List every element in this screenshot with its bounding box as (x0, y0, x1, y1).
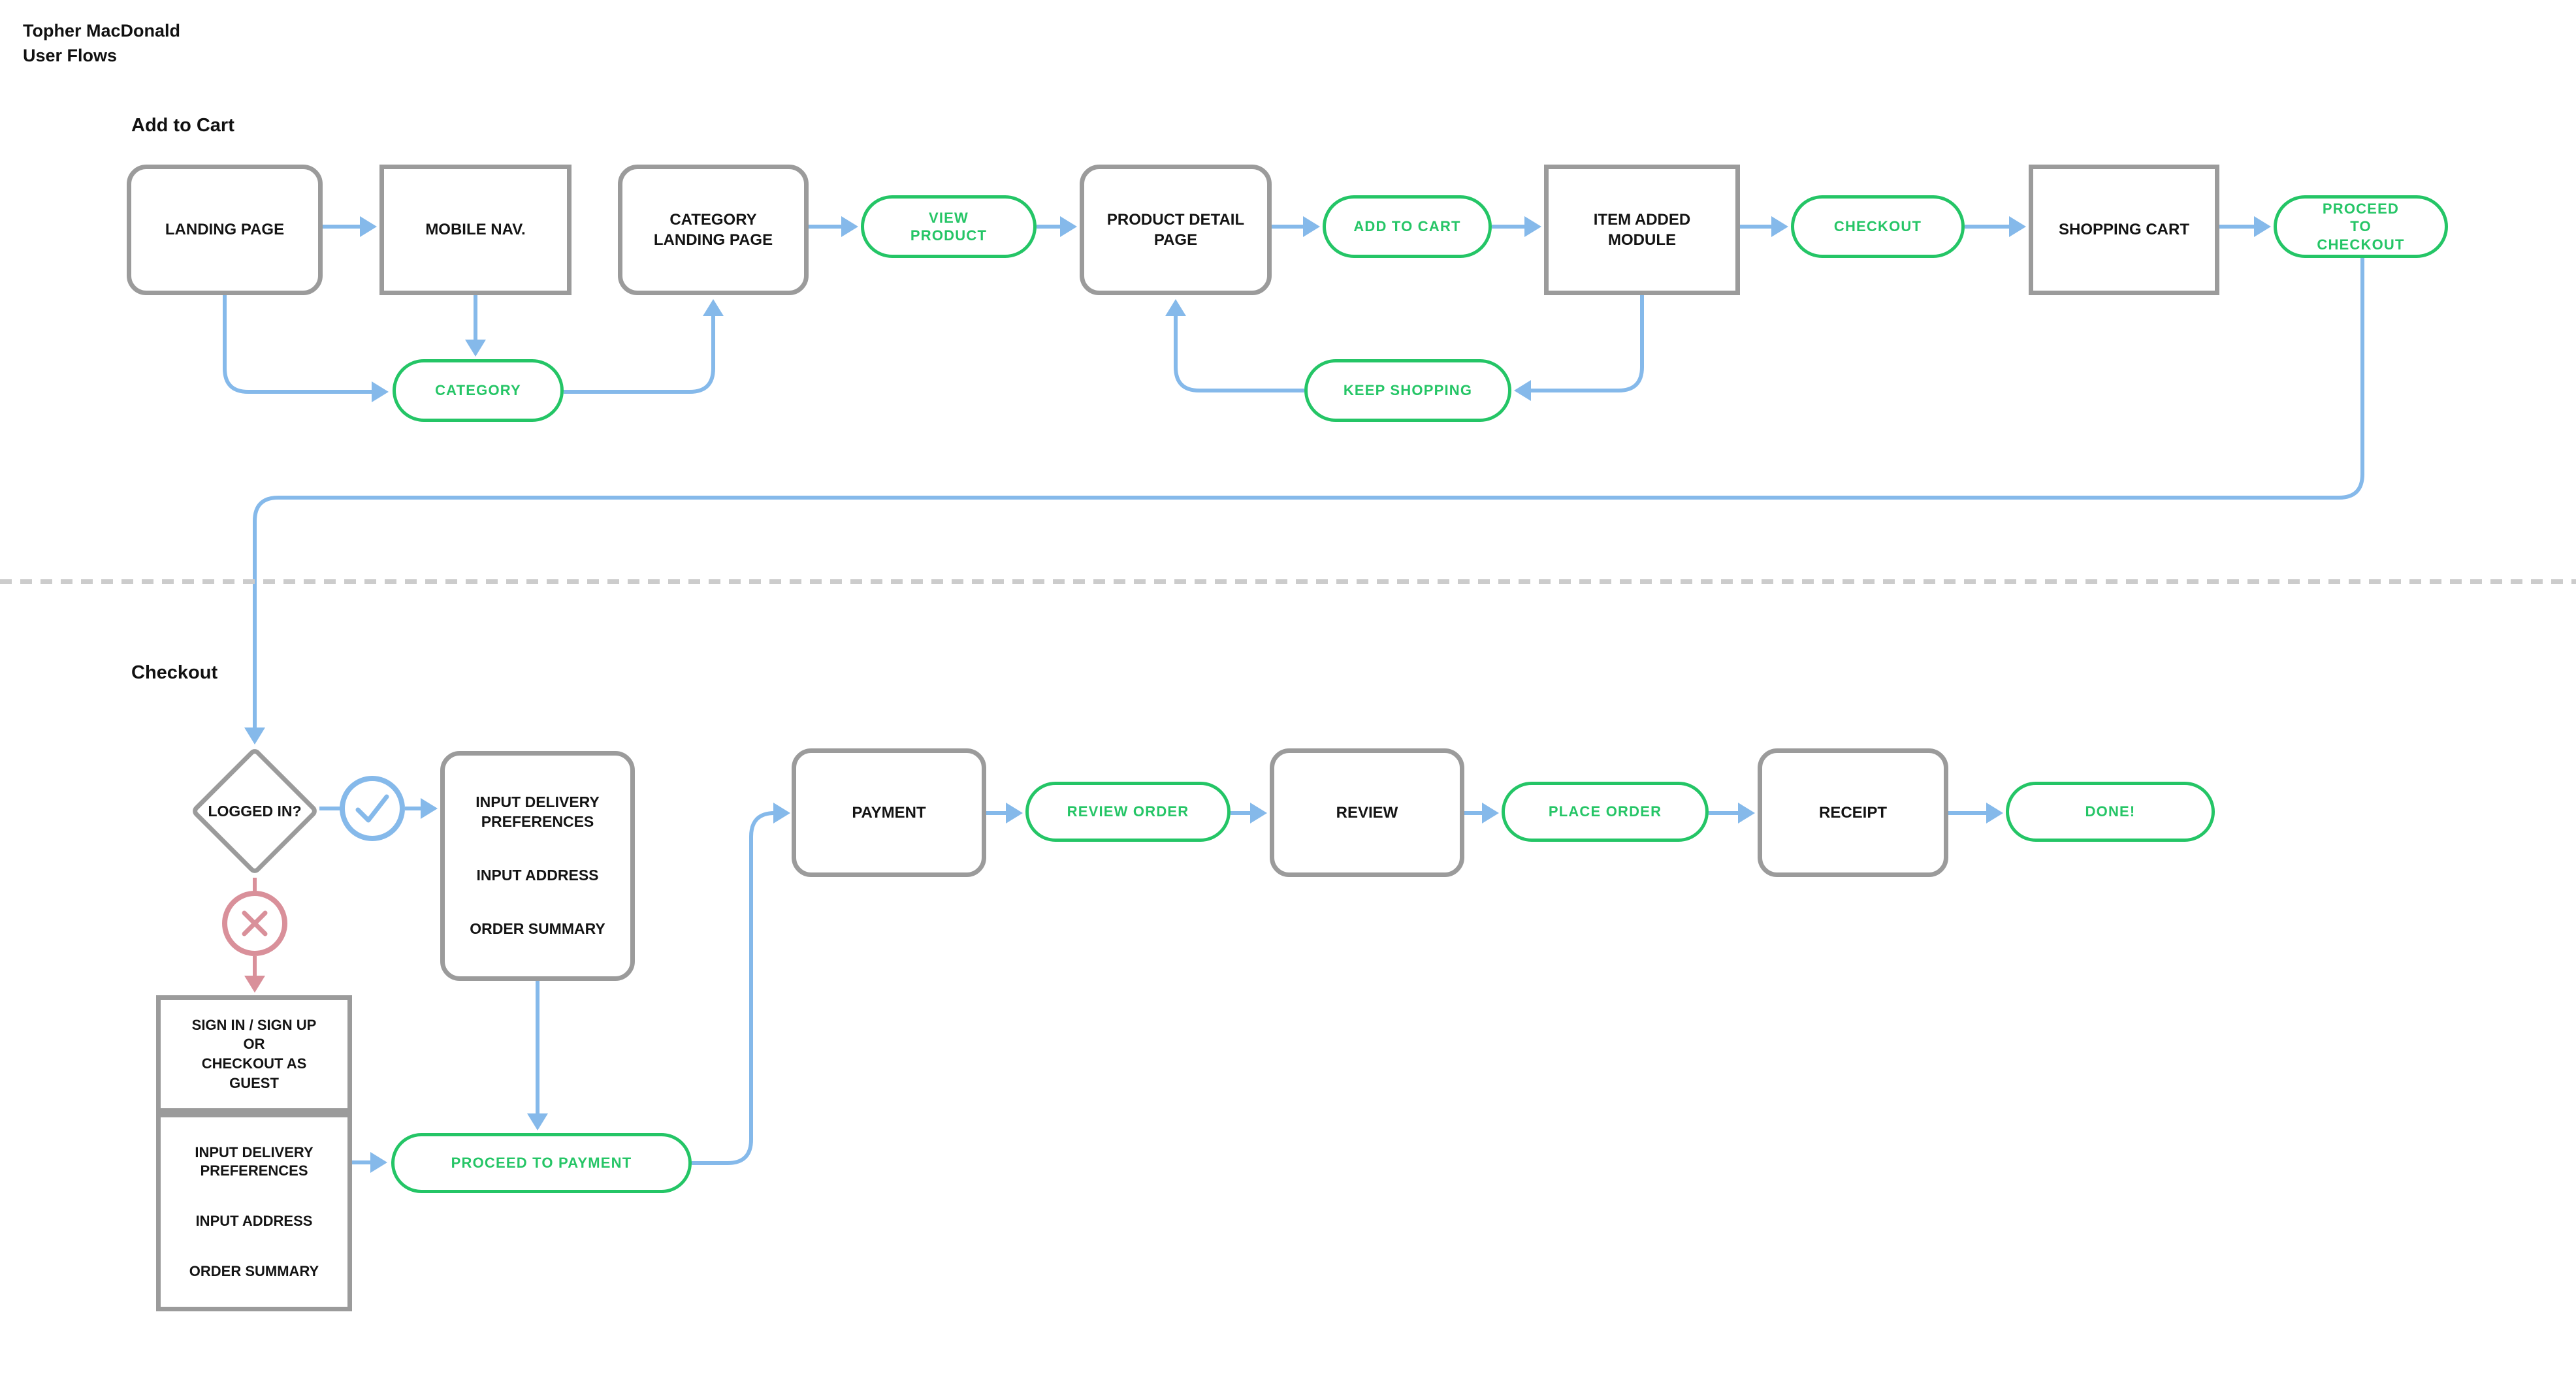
document-title: Topher MacDonald User Flows (23, 18, 180, 68)
logged-in-yes-badge (340, 776, 405, 841)
author-name: Topher MacDonald (23, 21, 181, 40)
action-review-order: REVIEW ORDER (1025, 782, 1231, 842)
elbow-category-to-categorylanding (564, 299, 724, 394)
decision-label: LOGGED IN? (208, 802, 302, 820)
action-label: CHECKOUT (1833, 218, 1922, 235)
sign-in-line: SIGN IN / SIGN UP (191, 1016, 317, 1033)
node-landing-page: LANDING PAGE (127, 165, 323, 295)
panel-guest-delivery-steps: INPUT DELIVERY PREFERENCES INPUT ADDRESS… (156, 1113, 352, 1311)
action-label: DONE! (2085, 803, 2136, 820)
node-mobile-nav: MOBILE NAV. (379, 165, 572, 295)
elbow-proceedcheckout-to-loggedin (244, 258, 2364, 744)
panel-entry-summary: ORDER SUMMARY (189, 1262, 319, 1279)
action-label: PROCEED TO CHECKOUT (2317, 200, 2405, 253)
panel-delivery-steps: INPUT DELIVERY PREFERENCES INPUT ADDRESS… (440, 751, 635, 981)
x-icon (242, 910, 268, 936)
node-label: RECEIPT (1818, 803, 1887, 822)
node-label: SHOPPING CART (2058, 221, 2189, 239)
lane-heading-checkout: Checkout (131, 662, 218, 683)
action-label: PLACE ORDER (1548, 803, 1662, 820)
action-label: VIEW PRODUCT (910, 209, 988, 244)
lane-divider (0, 579, 2576, 584)
panel-entry-address: INPUT ADDRESS (195, 1213, 313, 1229)
node-label: PAYMENT (852, 803, 926, 822)
action-checkout: CHECKOUT (1791, 195, 1965, 258)
action-label: KEEP SHOPPING (1343, 382, 1473, 399)
node-product-detail-page: PRODUCT DETAIL PAGE (1080, 165, 1272, 295)
decision-logged-in: LOGGED IN? (202, 781, 307, 841)
node-receipt: RECEIPT (1758, 748, 1948, 877)
action-proceed-to-payment: PROCEED TO PAYMENT (391, 1133, 692, 1193)
sign-in-line: CHECKOUT AS (201, 1055, 307, 1072)
action-place-order: PLACE ORDER (1502, 782, 1709, 842)
action-label: ADD TO CART (1353, 218, 1461, 235)
panel-entry-preferences: INPUT DELIVERY PREFERENCES (195, 1143, 314, 1179)
lane-heading-add-to-cart: Add to Cart (131, 115, 234, 136)
panel-entry-summary: ORDER SUMMARY (470, 919, 605, 937)
check-icon (355, 794, 389, 823)
sign-in-line: GUEST (229, 1074, 279, 1091)
elbow-landing-to-category (223, 295, 389, 402)
action-proceed-to-checkout: PROCEED TO CHECKOUT (2274, 195, 2448, 258)
node-shopping-cart: SHOPPING CART (2029, 165, 2219, 295)
panel-entry-preferences: INPUT DELIVERY PREFERENCES (475, 793, 600, 831)
node-label: REVIEW (1336, 803, 1398, 822)
node-category-landing-page: CATEGORY LANDING PAGE (618, 165, 809, 295)
node-payment: PAYMENT (792, 748, 986, 877)
action-label: CATEGORY (435, 382, 521, 399)
node-label: PRODUCT DETAIL PAGE (1106, 210, 1245, 249)
action-category: CATEGORY (393, 359, 564, 422)
node-review: REVIEW (1270, 748, 1464, 877)
elbow-itemadded-to-keepshopping (1514, 295, 1644, 401)
action-keep-shopping: KEEP SHOPPING (1304, 359, 1511, 422)
node-label: ITEM ADDED MODULE (1593, 210, 1691, 249)
action-done: DONE! (2006, 782, 2215, 842)
node-label: LANDING PAGE (165, 221, 285, 239)
node-label: CATEGORY LANDING PAGE (653, 210, 773, 249)
logged-in-no-badge (222, 891, 287, 956)
action-add-to-cart: ADD TO CART (1323, 195, 1492, 258)
action-view-product: VIEW PRODUCT (861, 195, 1037, 258)
node-item-added-module: ITEM ADDED MODULE (1544, 165, 1740, 295)
node-label: MOBILE NAV. (425, 221, 526, 239)
action-label: PROCEED TO PAYMENT (451, 1155, 632, 1172)
action-label: REVIEW ORDER (1067, 803, 1189, 820)
elbow-proceedpayment-to-payment (692, 803, 790, 1165)
document-subtitle: User Flows (23, 46, 118, 65)
panel-entry-address: INPUT ADDRESS (476, 867, 599, 884)
elbow-keepshopping-to-productdetail (1165, 299, 1304, 392)
sign-in-line: OR (243, 1036, 265, 1053)
node-sign-in-options: SIGN IN / SIGN UP OR CHECKOUT AS GUEST (156, 995, 352, 1113)
